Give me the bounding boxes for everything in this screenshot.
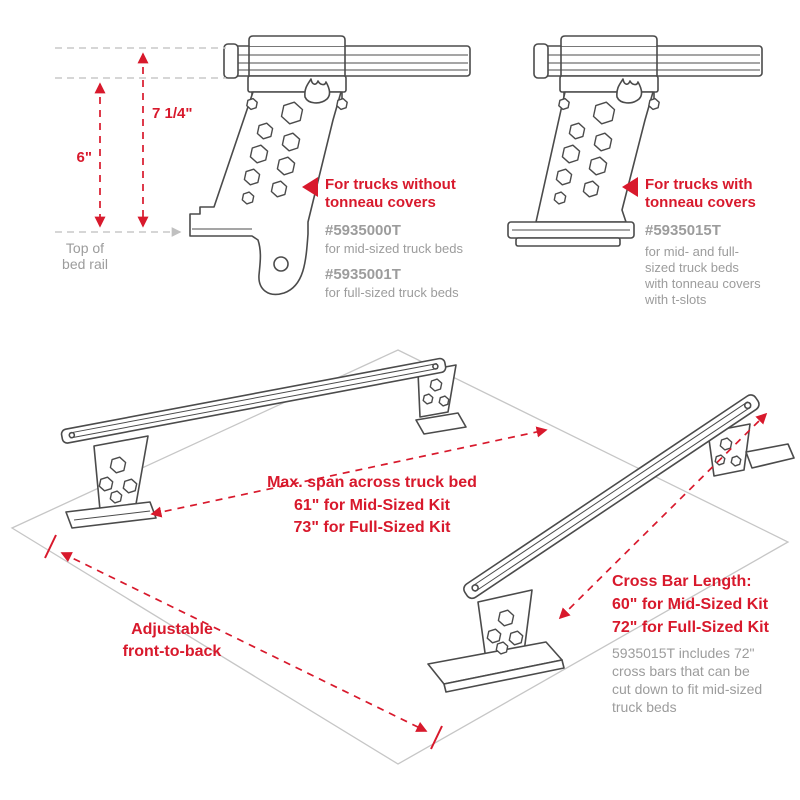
part-t-desc-2: sized truck beds — [645, 260, 739, 275]
length-line-1: 60" for Mid-Sized Kit — [612, 596, 769, 613]
bracket-plate-right-icon — [507, 78, 654, 247]
hex-cutout-icon — [422, 393, 434, 405]
flame-cutout-icon — [304, 78, 331, 104]
part-number-b: #5935001T — [325, 266, 401, 283]
crossbar-length-annotation: Cross Bar Length: 60" for Mid-Sized Kit … — [558, 412, 770, 715]
hex-cutout-icon — [276, 156, 296, 176]
length-note-3: cut down to fit mid-sized — [612, 681, 762, 697]
hex-cutout-icon — [561, 144, 581, 164]
span-arrow-icon — [150, 426, 548, 518]
adjustable-annotation: Adjustable front-to-back — [44, 534, 443, 750]
hex-cutout-icon — [270, 180, 288, 198]
hex-cutout-icon — [429, 378, 443, 392]
hex-cutout-icon — [588, 156, 608, 176]
part-t-desc-4: with t-slots — [644, 292, 707, 307]
front-cross-bar-icon — [463, 394, 760, 600]
span-line-3: 73" for Full-Sized Kit — [294, 519, 452, 536]
adjustable-line-1: Adjustable — [131, 621, 213, 638]
callout-right: For trucks with tonneau covers #5935015T… — [622, 176, 761, 307]
left-arrowhead-icon — [302, 177, 318, 197]
right-heading-2: tonneau covers — [645, 194, 756, 211]
hex-cutout-icon — [243, 168, 261, 186]
left-heading-1: For trucks without — [325, 176, 456, 193]
hex-cutout-icon — [336, 97, 348, 111]
adjustable-arrow-icon — [60, 552, 428, 732]
hex-cutout-icon — [558, 97, 570, 111]
span-line-2: 61" for Mid-Sized Kit — [294, 497, 451, 514]
crossbar-length-arrow-icon — [558, 412, 768, 620]
bracket-assembly-right — [507, 35, 763, 247]
part-number-a: #5935000T — [325, 222, 401, 239]
length-note-1: 5935015T includes 72" — [612, 645, 755, 661]
length-note-2: cross bars that can be — [612, 663, 750, 679]
bed-rail-label-2: bed rail — [62, 256, 108, 272]
hex-cutout-icon — [246, 97, 258, 111]
dimension-guides: 7 1/4" 6" Top of bed rail — [55, 47, 226, 272]
span-line-1: Max. span across truck bed — [267, 474, 477, 491]
hex-cutout-icon — [497, 609, 515, 627]
part-a-desc: for mid-sized truck beds — [325, 241, 463, 256]
span-annotation: Max. span across truck bed 61" for Mid-S… — [150, 426, 548, 536]
hex-cutout-icon — [256, 122, 274, 140]
flame-cutout-icon — [616, 78, 643, 104]
left-heading-2: tonneau covers — [325, 194, 436, 211]
hex-cutout-icon — [438, 395, 450, 407]
dim-total-label: 7 1/4" — [152, 105, 192, 122]
part-t-desc-3: with tonneau covers — [644, 276, 761, 291]
hex-cutout-icon — [241, 191, 255, 205]
hex-cutout-layer — [98, 97, 742, 655]
tick-end-icon — [430, 725, 443, 750]
dim-lower-label: 6" — [77, 149, 92, 166]
hex-cutout-icon — [280, 101, 304, 125]
hex-cutout-icon — [582, 180, 600, 198]
bracket-assembly-left — [189, 35, 471, 296]
hex-cutout-icon — [281, 132, 301, 152]
length-line-2: 72" for Full-Sized Kit — [612, 619, 770, 636]
adjustable-line-2: front-to-back — [123, 643, 222, 660]
hex-cutout-icon — [486, 628, 502, 644]
length-note-4: truck beds — [612, 699, 677, 715]
hex-cutout-icon — [719, 437, 733, 451]
hex-cutout-icon — [109, 456, 127, 474]
hex-cutout-icon — [592, 101, 616, 125]
hex-cutout-icon — [568, 122, 586, 140]
bracket-plate-left-icon — [189, 78, 342, 296]
left-arrowhead-icon — [622, 177, 638, 197]
hex-cutout-icon — [122, 478, 138, 494]
hex-cutout-icon — [555, 168, 573, 186]
rear-cross-bar-icon — [60, 357, 447, 444]
hex-cutout-icon — [109, 490, 123, 504]
length-title: Cross Bar Length: — [612, 573, 752, 590]
callout-left: For trucks without tonneau covers #59350… — [302, 176, 463, 300]
hex-cutout-icon — [495, 641, 509, 655]
hex-cutout-icon — [98, 476, 114, 492]
part-number-t: #5935015T — [645, 222, 721, 239]
right-heading-1: For trucks with — [645, 176, 753, 193]
mounting-rail-right-icon — [533, 43, 763, 79]
hex-cutout-icon — [648, 97, 660, 111]
bed-rail-label-1: Top of — [66, 240, 104, 256]
hex-cutout-icon — [730, 455, 742, 467]
part-t-desc-1: for mid- and full- — [645, 244, 739, 259]
hex-cutout-icon — [593, 132, 613, 152]
hex-cutout-icon — [553, 191, 567, 205]
hex-cutout-icon — [508, 630, 524, 646]
tick-start-icon — [44, 534, 57, 559]
part-b-desc: for full-sized truck beds — [325, 285, 459, 300]
hex-cutout-icon — [249, 144, 269, 164]
mounting-rail-left-icon — [223, 43, 471, 79]
